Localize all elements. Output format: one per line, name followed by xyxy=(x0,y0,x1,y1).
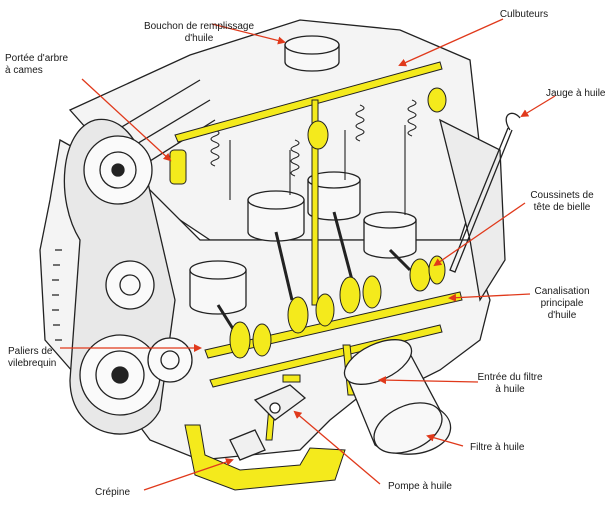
label-jauge: Jauge à huile xyxy=(546,88,606,100)
label-crepine: Crépine xyxy=(95,487,130,499)
arrow-bouchon xyxy=(211,23,286,45)
label-line: à cames xyxy=(5,65,43,76)
label-line: principale xyxy=(540,298,584,309)
label-line: vilebrequin xyxy=(8,358,57,369)
callout-arrows xyxy=(60,18,556,491)
label-line: Filtre à huile xyxy=(470,442,525,453)
label-line: Portée d'arbre xyxy=(5,53,69,64)
timing-belt xyxy=(52,118,193,435)
arrow-culbuteurs xyxy=(398,18,504,67)
label-line: Canalisation xyxy=(534,286,590,297)
label-entree: Entrée du filtre à huile xyxy=(470,372,550,396)
label-line: tête de bielle xyxy=(533,202,591,213)
arrow-filtre xyxy=(426,433,464,447)
arrow-pompe xyxy=(293,410,381,485)
label-paliers: Paliers de vilebrequin xyxy=(8,346,56,370)
arrow-canalisation xyxy=(448,293,531,302)
label-pompe: Pompe à huile xyxy=(388,481,452,493)
arrow-entree xyxy=(378,376,479,385)
label-line: Culbuteurs xyxy=(499,9,549,20)
label-line: Pompe à huile xyxy=(388,481,452,492)
label-line: Jauge à huile xyxy=(546,88,606,99)
arrow-coussinets xyxy=(433,202,526,267)
valve-springs xyxy=(210,99,417,215)
label-culbuteurs: Culbuteurs xyxy=(494,9,554,21)
label-line: Entrée du filtre xyxy=(477,372,543,383)
label-line: Crépine xyxy=(95,487,131,498)
label-line: d'huile xyxy=(547,310,577,321)
label-line: Bouchon de remplissage xyxy=(143,21,255,32)
label-line: à huile xyxy=(495,384,525,395)
label-portee: Portée d'arbre à cames xyxy=(5,53,68,77)
dipstick xyxy=(449,112,521,273)
oil-pump xyxy=(229,384,307,461)
arrow-jauge xyxy=(520,95,556,118)
label-line: Coussinets de xyxy=(530,190,594,201)
label-bouchon: Bouchon de remplissage d'huile xyxy=(134,21,264,45)
label-line: Paliers de xyxy=(8,346,53,357)
label-coussinets: Coussinets de tête de bielle xyxy=(520,190,604,214)
label-line: d'huile xyxy=(184,33,214,44)
oil-filler-cap xyxy=(284,35,340,72)
label-canalisation: Canalisation principale d'huile xyxy=(527,286,597,322)
oil-filter xyxy=(343,339,452,455)
label-filtre: Filtre à huile xyxy=(470,442,524,454)
arrow-crepine xyxy=(143,458,234,491)
pistons xyxy=(189,171,417,341)
arrow-portee xyxy=(81,78,172,162)
